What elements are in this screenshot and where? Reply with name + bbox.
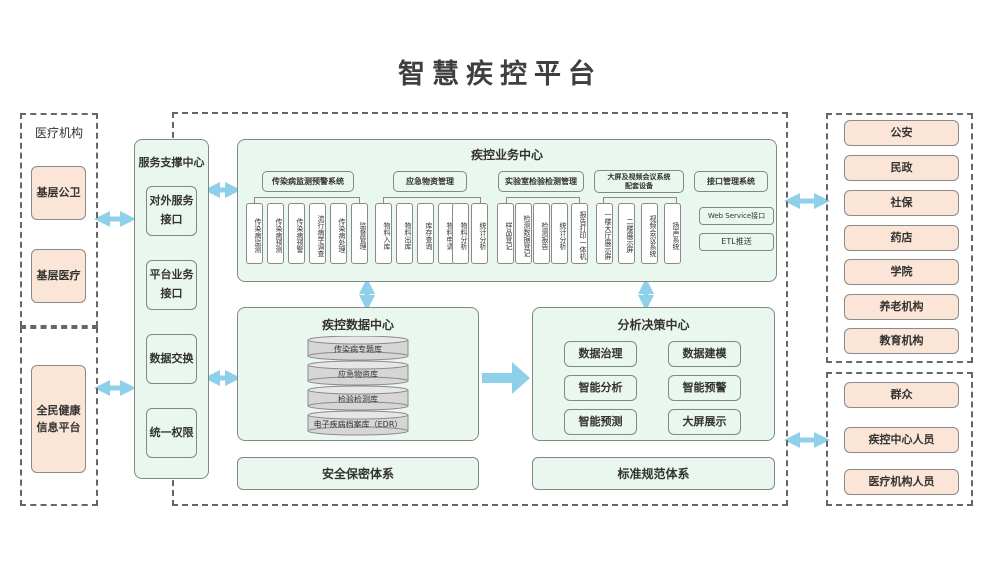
- support-data-exchange: 数据交换: [146, 334, 197, 384]
- analysis-big-screen: 大屏展示: [668, 409, 741, 435]
- item-supervision: 监督管理: [351, 203, 368, 264]
- analysis-data-modeling: 数据建模: [668, 341, 741, 367]
- analysis-intelligent-analysis: 智能分析: [564, 375, 637, 401]
- user-medical-staff: 医疗机构人员: [844, 469, 959, 495]
- agency-pharmacy: 药店: [844, 225, 959, 251]
- group-interface-mgmt-title: 接口管理系统: [694, 171, 768, 192]
- security-system-bar: 安全保密体系: [237, 457, 479, 490]
- support-center-title: 服务支撑中心: [138, 156, 205, 169]
- user-groups-region: [826, 372, 973, 506]
- item-second-floor-screen: 二楼展示屏: [618, 203, 635, 264]
- user-public: 群众: [844, 382, 959, 408]
- item-supplies-inbound: 物料入库: [375, 203, 392, 264]
- page-title: 智慧疾控平台: [398, 59, 602, 90]
- item-stock-query: 库存查询: [417, 203, 434, 264]
- group-infectious-bracket: [254, 197, 360, 203]
- db-cylinder-4: [307, 410, 409, 436]
- agency-education: 教育机构: [844, 328, 959, 354]
- item-lobby-screen: 一楼大厅展示屏: [596, 203, 613, 264]
- db-cylinder-1: [307, 336, 409, 361]
- db-infectious-topic: 传染病专题库: [334, 344, 382, 354]
- health-platform-region: [20, 327, 98, 506]
- group-emergency-bracket: [383, 197, 481, 203]
- item-infectious-monitor: 传染病监测: [246, 203, 263, 264]
- item-webservice-interface: Web Service接口: [699, 207, 774, 225]
- db-cylinder-3: [307, 385, 409, 411]
- analysis-center-title: 分析决策中心: [617, 318, 690, 332]
- item-supplies-statistics: 统计分析: [471, 203, 488, 264]
- group-lab-bracket: [506, 197, 580, 203]
- business-center-title: 疾控业务中心: [470, 148, 543, 162]
- item-test-report: 检测报告: [533, 203, 550, 264]
- data-center-title: 疾控数据中心: [321, 318, 394, 332]
- medical-item-primary-care: 基层医疗: [31, 249, 86, 303]
- item-lab-statistics: 统计分析: [551, 203, 568, 264]
- medical-region: [20, 113, 98, 327]
- medical-region-label: 医疗机构: [34, 126, 83, 140]
- analysis-data-governance: 数据治理: [564, 341, 637, 367]
- database-stack: [307, 336, 409, 436]
- db-emergency-supplies: 应急物资库: [338, 369, 378, 379]
- item-epidemiological-survey: 流行病学调查: [309, 203, 326, 264]
- agency-civil-affairs: 民政: [844, 155, 959, 181]
- data-analysis-arrow: [482, 362, 530, 394]
- medical-item-primary-public-health: 基层公卫: [31, 166, 86, 220]
- agency-elderly-care: 养老机构: [844, 294, 959, 320]
- agency-police: 公安: [844, 120, 959, 146]
- standards-system-bar: 标准规范体系: [532, 457, 775, 490]
- support-business-interface: 平台业务 接口: [146, 260, 197, 310]
- analysis-intelligent-forecast: 智能预测: [564, 409, 637, 435]
- item-infectious-forecast: 传染病预测: [267, 203, 284, 264]
- item-report-print-kiosk: 报告打印一体机: [571, 203, 588, 264]
- item-supplies-analysis: 物料分析: [452, 203, 469, 264]
- group-screen-bracket: [603, 197, 677, 203]
- user-cdc-staff: 疾控中心人员: [844, 427, 959, 453]
- analysis-intelligent-warning: 智能预警: [668, 375, 741, 401]
- db-cylinder-2: [307, 360, 409, 386]
- group-lab-testing-title: 实验室检验检测管理: [498, 171, 584, 192]
- db-lab-testing: 检验检测库: [338, 394, 378, 404]
- item-sample-registration: 样品登记: [497, 203, 514, 264]
- agency-social-security: 社保: [844, 190, 959, 216]
- group-emergency-supplies-title: 应急物资管理: [393, 171, 467, 192]
- agency-college: 学院: [844, 259, 959, 285]
- health-info-platform: 全民健康 信息平台: [31, 365, 86, 473]
- item-infectious-handling: 传染病处理: [330, 203, 347, 264]
- item-video-conference: 视频会议系统: [641, 203, 658, 264]
- item-etl-push: ETL推送: [699, 233, 774, 251]
- external-agencies-region: [826, 113, 973, 363]
- item-test-data-registration: 检测数据登记: [515, 203, 532, 264]
- item-supplies-outbound: 物料出库: [396, 203, 413, 264]
- group-screen-video-title: 大屏及视频会议系统 配套设备: [594, 170, 684, 193]
- item-speaker-system: 扬声系统: [664, 203, 681, 264]
- support-external-interface: 对外服务 接口: [146, 186, 197, 236]
- db-edr: 电子疾病档案库（EDR）: [313, 419, 403, 429]
- support-unified-permission: 统一权限: [146, 408, 197, 458]
- group-infectious-monitor-title: 传染病监测预警系统: [262, 171, 354, 192]
- item-infectious-warning: 传染病预警: [288, 203, 305, 264]
